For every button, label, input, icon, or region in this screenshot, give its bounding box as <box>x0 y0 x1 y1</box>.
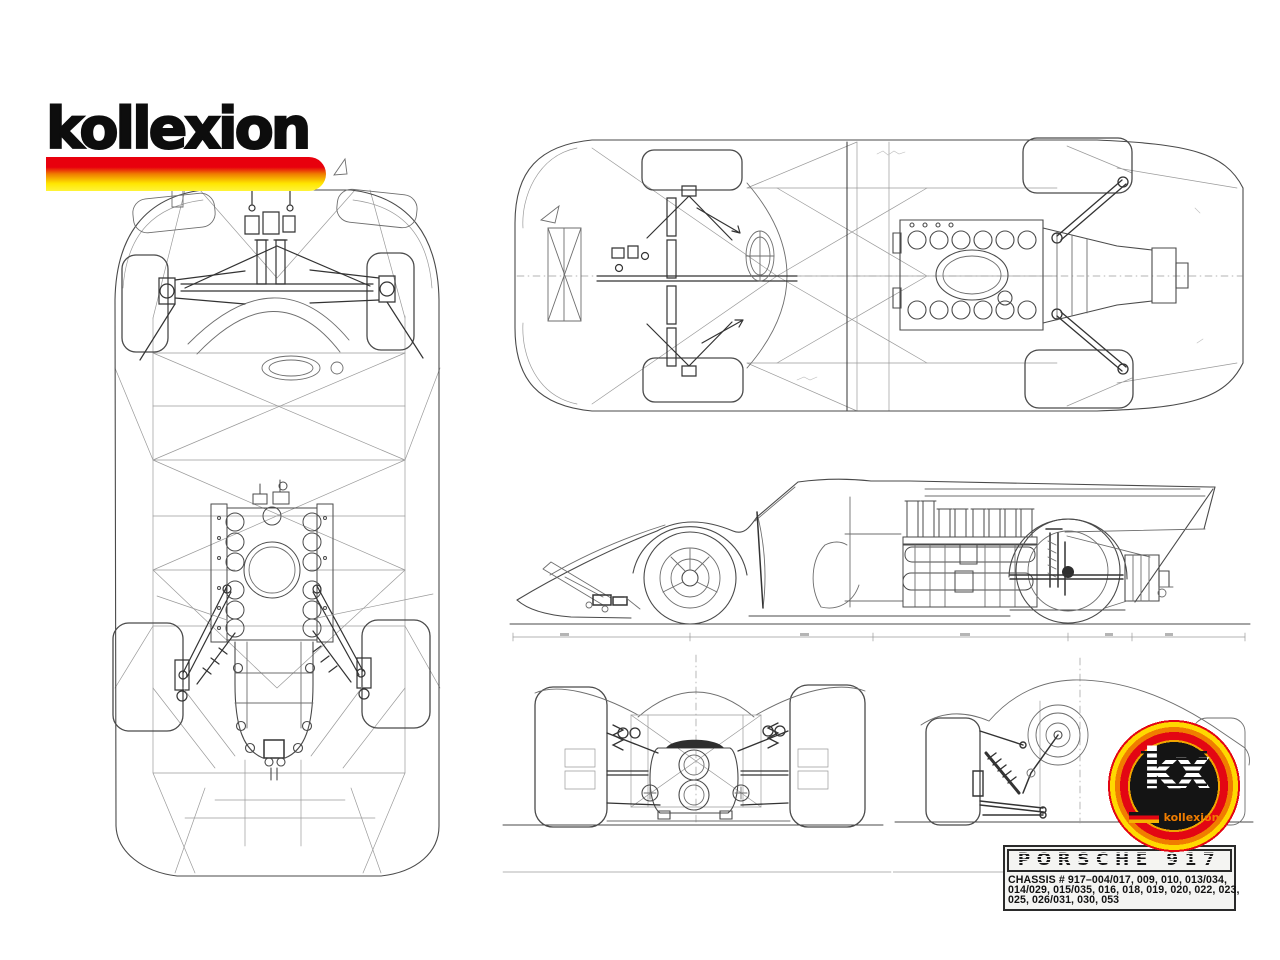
kollexion-logo-text: kollexion <box>45 96 312 162</box>
side-elevation-view <box>505 437 1255 655</box>
title-stripes-overlay <box>1009 851 1230 870</box>
german-flag-icon <box>1128 812 1159 823</box>
porsche-917-title-block: PORSCHE 917 CHASSIS # 917–004/017, 009, … <box>1003 845 1240 911</box>
kx-badge: kx kollexion <box>1107 719 1241 853</box>
chassis-line: CHASSIS # 917–004/017, 009, 010, 013/034… <box>1008 874 1228 886</box>
chassis-plan-view-vertical <box>85 128 470 878</box>
chassis-line: 025, 026/031, 030, 053 <box>1008 894 1120 907</box>
chassis-plan-view-horizontal <box>497 128 1247 425</box>
kollexion-logo: kollexion <box>45 96 330 191</box>
chassis-line: 014/029, 015/035, 016, 018, 019, 020, 02… <box>1008 884 1240 897</box>
kx-badge-caption: kollexion <box>1107 811 1241 824</box>
chassis-numbers: CHASSIS # 917–004/017, 009, 010, 013/034… <box>1005 874 1240 909</box>
front-section-view <box>893 653 1255 878</box>
kollexion-stripe-bar <box>46 157 326 191</box>
kx-badge-stripes-overlay <box>1141 747 1207 797</box>
rear-section-view <box>498 653 893 878</box>
kx-badge-label: kollexion <box>1163 811 1220 824</box>
title-block-title-box: PORSCHE 917 <box>1007 849 1232 872</box>
